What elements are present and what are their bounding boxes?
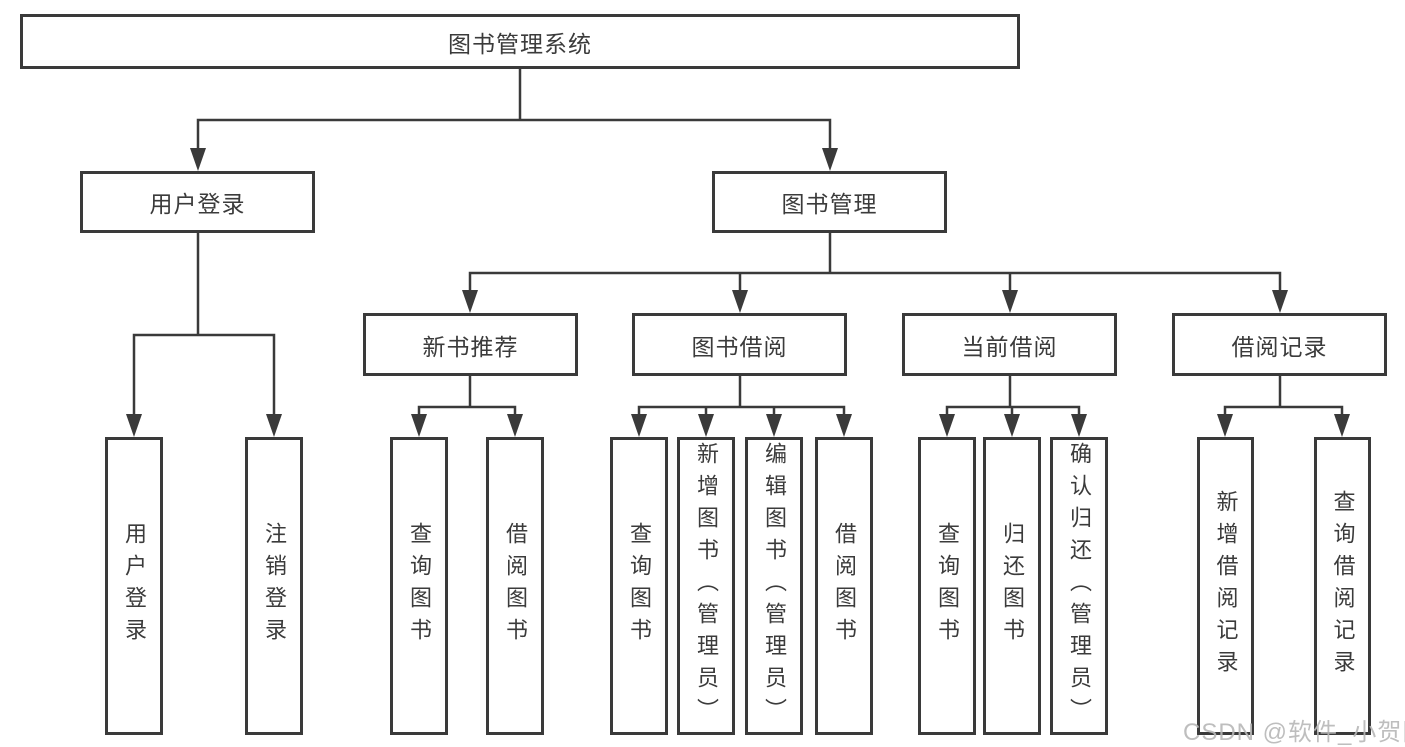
arrowheads	[126, 148, 1350, 437]
arrow-down-icon	[1071, 414, 1087, 437]
leaf-label: 注销登录	[262, 522, 287, 650]
connector-borrow-records	[1223, 374, 1344, 417]
leaf-records-query-record: 查询借阅记录	[1314, 437, 1371, 735]
arrow-down-icon	[507, 414, 523, 437]
node-label: 图书管理系统	[448, 30, 592, 57]
leaf-label: 新增图书（管理员）	[694, 442, 719, 730]
connector-user-login	[132, 231, 276, 417]
connector-new-book	[417, 374, 517, 417]
node-book-borrow: 图书借阅	[632, 313, 847, 376]
leaf-label: 查询借阅记录	[1330, 490, 1356, 682]
arrow-down-icon	[266, 414, 282, 437]
node-user-login: 用户登录	[80, 171, 315, 233]
leaf-label: 归还图书	[1000, 522, 1025, 650]
arrow-down-icon	[1272, 290, 1288, 313]
leaf-borrow-borrow-book: 借阅图书	[815, 437, 873, 735]
leaf-records-add-record: 新增借阅记录	[1197, 437, 1254, 735]
leaf-current-return-book: 归还图书	[983, 437, 1041, 735]
leaf-borrow-add-book-admin: 新增图书（管理员）	[677, 437, 735, 735]
leaf-borrow-edit-book-admin: 编辑图书（管理员）	[745, 437, 803, 735]
leaf-label: 查询图书	[627, 522, 652, 650]
node-borrow-records: 借阅记录	[1172, 313, 1387, 376]
leaf-label: 借阅图书	[832, 522, 857, 650]
node-label: 用户登录	[149, 191, 246, 217]
node-root-system: 图书管理系统	[20, 14, 1020, 69]
leaf-label: 借阅图书	[503, 522, 528, 650]
connector-book-borrow	[637, 374, 846, 417]
leaf-current-query-book: 查询图书	[918, 437, 976, 735]
arrow-down-icon	[1002, 290, 1018, 313]
connector-book-mgmt	[468, 231, 1282, 293]
leaf-user-login: 用户登录	[105, 437, 163, 735]
csdn-watermark: CSDN @软件_小贺同学	[1183, 719, 1405, 746]
arrow-down-icon	[411, 414, 427, 437]
leaf-borrow-query-book: 查询图书	[610, 437, 668, 735]
connector-current-borrow	[945, 374, 1081, 417]
node-label: 图书管理	[781, 191, 878, 217]
arrow-down-icon	[126, 414, 142, 437]
node-label: 当前借阅	[961, 333, 1058, 360]
leaf-label: 查询图书	[935, 522, 960, 650]
arrow-down-icon	[190, 148, 206, 171]
node-book-management: 图书管理	[712, 171, 947, 233]
leaf-label: 编辑图书（管理员）	[762, 442, 787, 730]
leaf-current-confirm-return-admin: 确认归还（管理员）	[1050, 437, 1108, 735]
arrow-down-icon	[1217, 414, 1233, 437]
arrow-down-icon	[732, 290, 748, 313]
node-current-borrow: 当前借阅	[902, 313, 1117, 376]
arrow-down-icon	[462, 290, 478, 313]
leaf-newbook-borrow-book: 借阅图书	[486, 437, 544, 735]
leaf-label: 查询图书	[407, 522, 432, 650]
leaf-newbook-query-book: 查询图书	[390, 437, 448, 735]
arrow-down-icon	[698, 414, 714, 437]
leaf-label: 用户登录	[122, 522, 147, 650]
arrow-down-icon	[631, 414, 647, 437]
arrow-down-icon	[836, 414, 852, 437]
node-label: 新书推荐	[422, 333, 519, 360]
leaf-label: 新增借阅记录	[1213, 490, 1239, 682]
node-label: 借阅记录	[1231, 333, 1328, 360]
arrow-down-icon	[1334, 414, 1350, 437]
arrow-down-icon	[766, 414, 782, 437]
connector-root	[196, 67, 832, 151]
node-new-book-recommend: 新书推荐	[363, 313, 578, 376]
arrow-down-icon	[1004, 414, 1020, 437]
leaf-label: 确认归还（管理员）	[1067, 442, 1092, 730]
leaf-logout-login: 注销登录	[245, 437, 303, 735]
node-label: 图书借阅	[691, 333, 788, 360]
arrow-down-icon	[939, 414, 955, 437]
arrow-down-icon	[822, 148, 838, 171]
